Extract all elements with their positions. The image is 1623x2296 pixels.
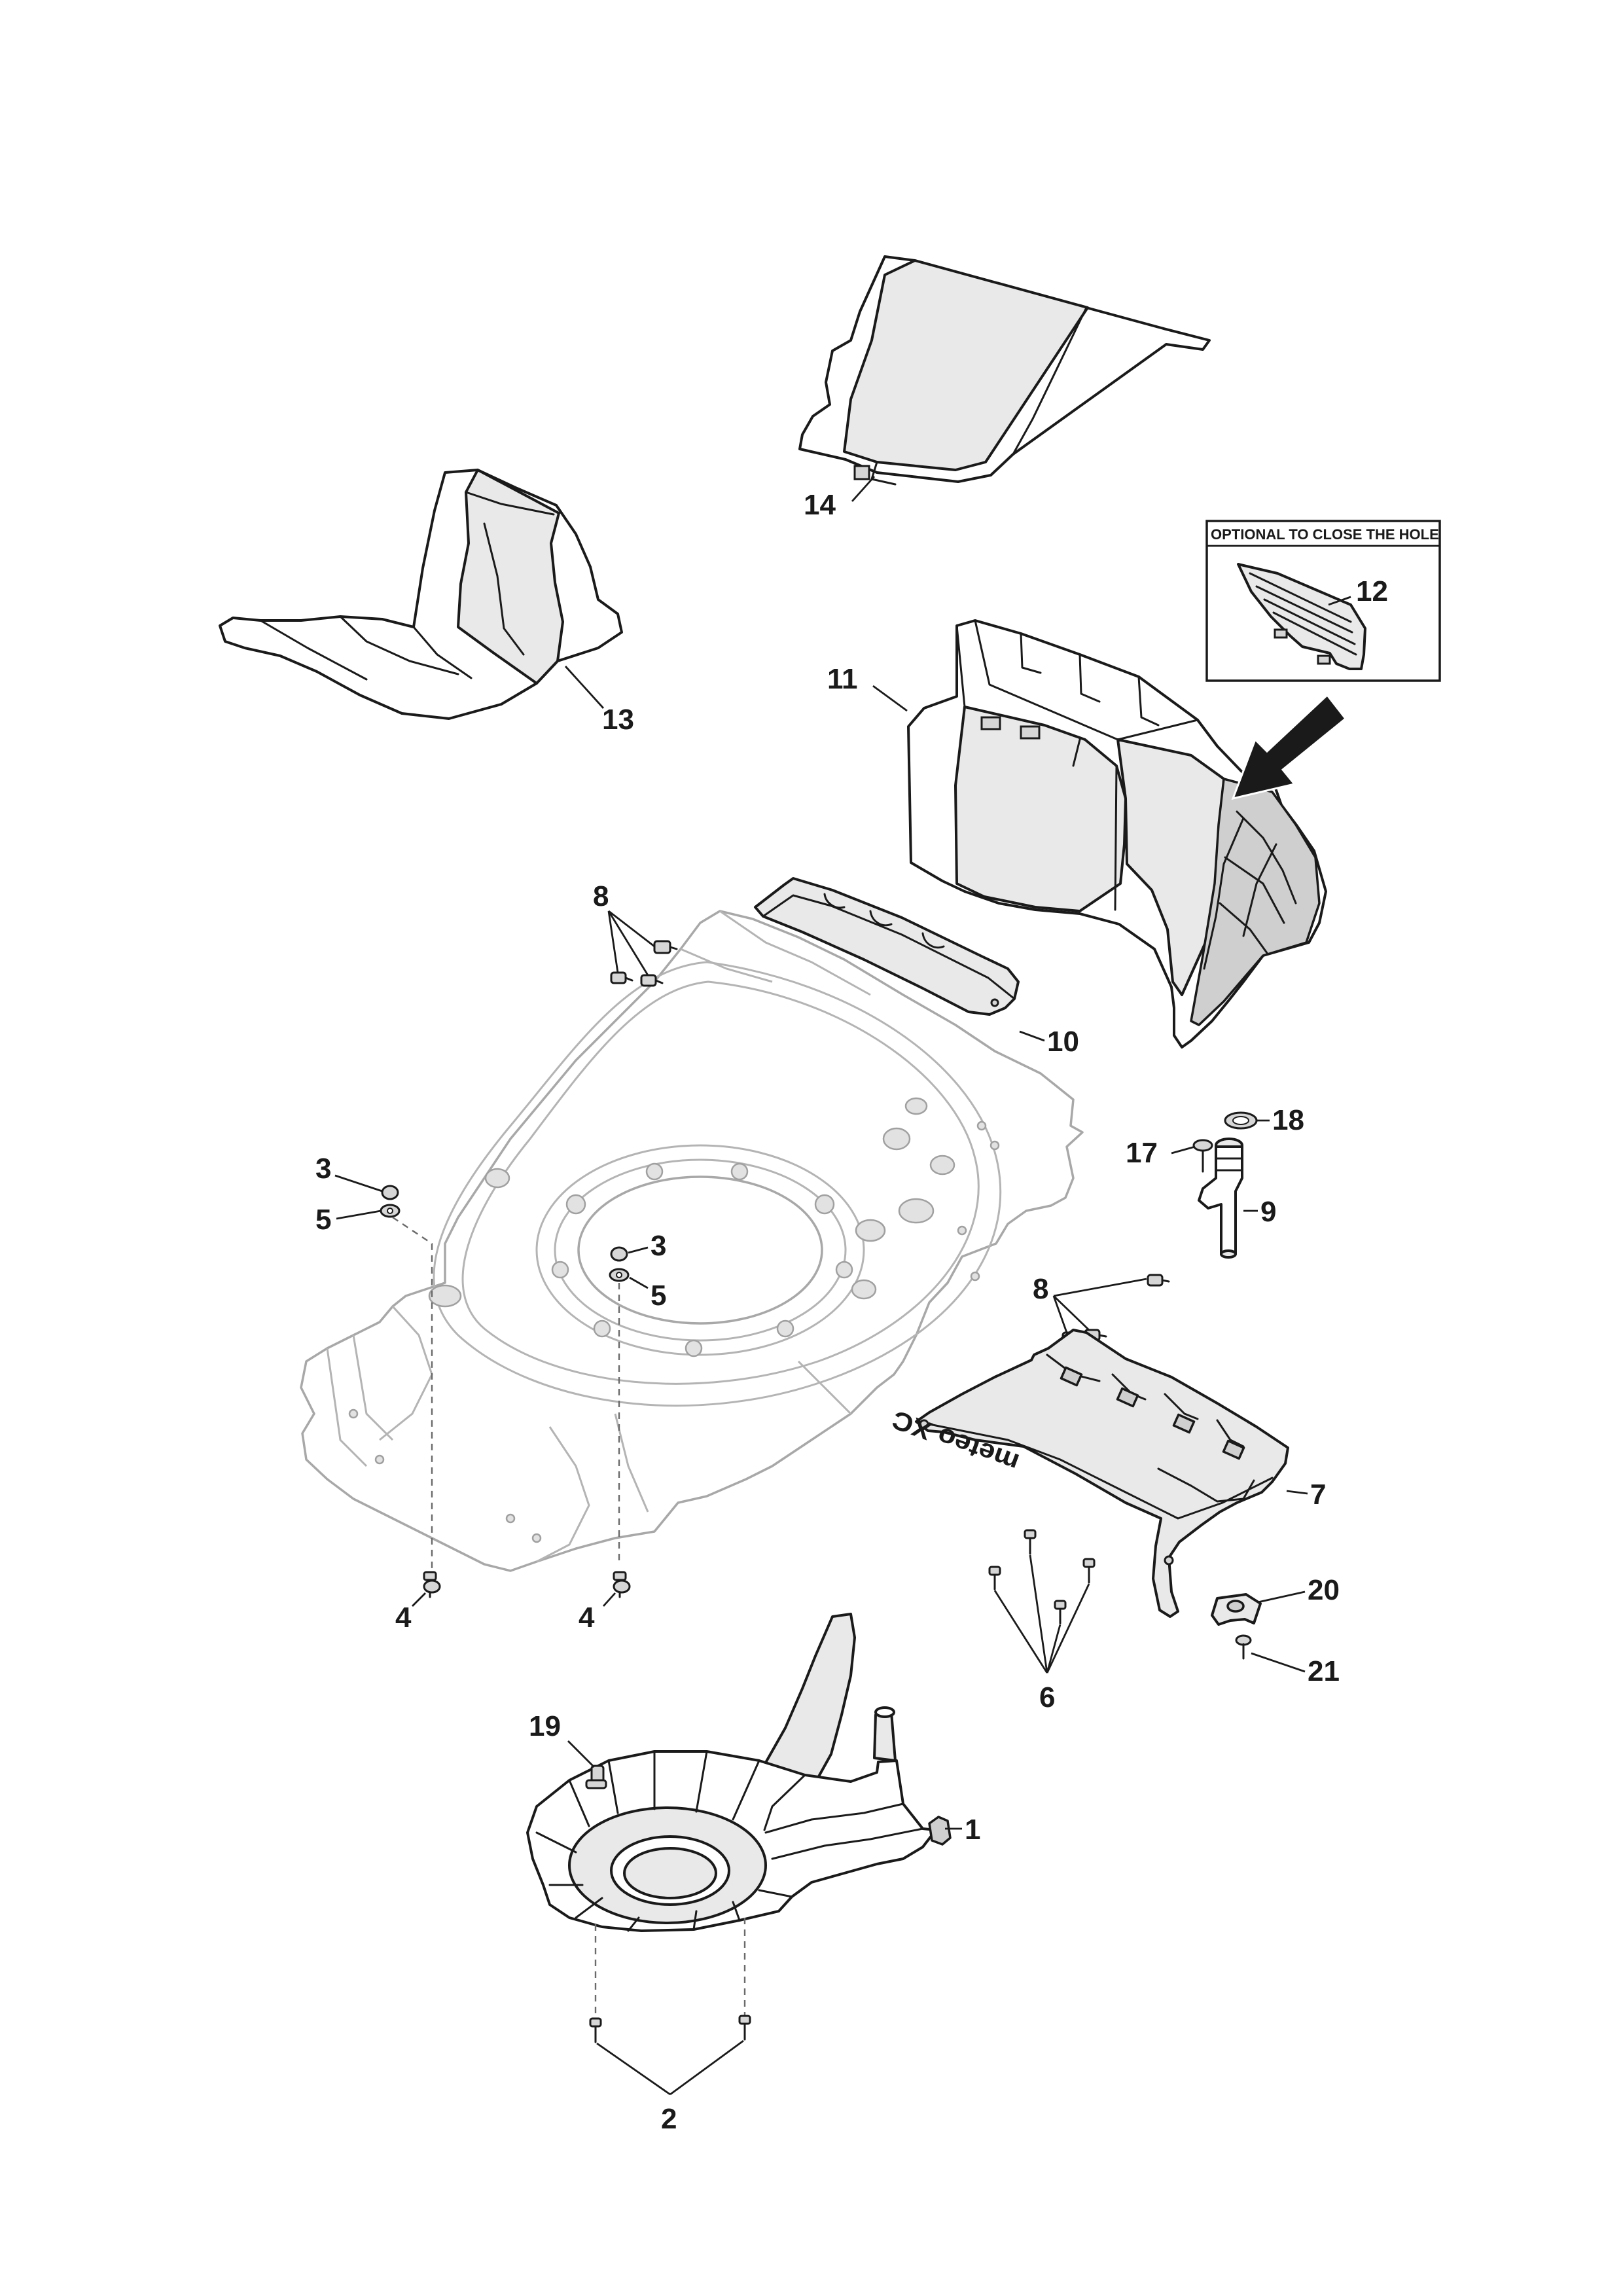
callout-10: 10 [1019, 1026, 1079, 1058]
callout-4a-label: 4 [395, 1602, 412, 1634]
callout-8b: 8 [1033, 1273, 1147, 1333]
callout-14-label: 14 [804, 489, 836, 521]
part-9-shaft [1198, 1138, 1243, 1259]
callout-8b-label: 8 [1033, 1273, 1048, 1305]
callout-17: 17 [1126, 1137, 1196, 1169]
callout-14: 14 [804, 476, 876, 521]
callout-5b: 5 [629, 1276, 666, 1312]
callout-9-label: 9 [1260, 1196, 1276, 1228]
part-14-grass-box-cover [798, 255, 1211, 486]
callout-18-label: 18 [1272, 1104, 1304, 1136]
callout-8a-label: 8 [593, 880, 609, 912]
callout-6: 6 [993, 1554, 1090, 1713]
callout-13: 13 [564, 666, 634, 736]
callout-3a: 3 [315, 1153, 383, 1193]
callout-20: 20 [1257, 1574, 1340, 1606]
callout-2: 2 [596, 2039, 744, 2135]
callout-17-label: 17 [1126, 1137, 1158, 1169]
callout-2-label: 2 [661, 2103, 677, 2135]
part-18-ring [1224, 1111, 1258, 1130]
callout-11: 11 [827, 663, 908, 712]
part-11-rear-frame [907, 619, 1327, 1049]
callout-3b-label: 3 [651, 1230, 666, 1262]
optional-box-title: OPTIONAL TO CLOSE THE HOLE [1211, 526, 1439, 543]
callout-21-label: 21 [1308, 1655, 1340, 1687]
screws-8-upper [610, 940, 678, 987]
callout-6-label: 6 [1039, 1681, 1055, 1713]
callout-3b: 3 [628, 1230, 666, 1262]
callout-9: 9 [1243, 1196, 1276, 1228]
callout-20-label: 20 [1308, 1574, 1340, 1606]
callout-7-label: 7 [1310, 1479, 1326, 1511]
mower-deck [300, 910, 1084, 1572]
optional-part-box: OPTIONAL TO CLOSE THE HOLE 12 [1205, 520, 1441, 682]
callout-1: 1 [945, 1814, 980, 1846]
callout-19-label: 19 [529, 1710, 561, 1742]
part-7-front-skirt [915, 1329, 1289, 1618]
callout-12-label: 12 [1356, 575, 1388, 607]
part-13-rear-guard [219, 469, 623, 720]
part-10-rear-flap [754, 877, 1020, 1016]
part-21-screw [1235, 1634, 1252, 1660]
fasteners-left [380, 1185, 441, 1598]
callout-7: 7 [1286, 1479, 1326, 1511]
callout-8a: 8 [593, 880, 655, 976]
screws-2 [589, 1918, 751, 2043]
callout-4a: 4 [395, 1592, 426, 1634]
pointer-arrow [1231, 693, 1347, 800]
part-1-mulching-bowl [526, 1613, 952, 1932]
callout-13-label: 13 [602, 704, 634, 736]
callout-19: 19 [529, 1710, 595, 1768]
callout-4b-label: 4 [579, 1602, 595, 1634]
callout-1-label: 1 [965, 1814, 980, 1846]
screws-6 [988, 1529, 1096, 1624]
fasteners-center [609, 1246, 631, 1598]
callout-5a: 5 [315, 1204, 382, 1236]
callout-18: 18 [1257, 1104, 1304, 1136]
part-20-knob [1211, 1593, 1262, 1626]
part-12-hole-cover-plate [1237, 563, 1366, 670]
callout-5b-label: 5 [651, 1280, 666, 1312]
callout-10-label: 10 [1047, 1026, 1079, 1058]
callout-11-label: 11 [827, 663, 858, 695]
part-17-screw [1192, 1139, 1213, 1173]
callout-21: 21 [1251, 1652, 1340, 1687]
callout-4b: 4 [579, 1592, 616, 1634]
callout-3a-label: 3 [315, 1153, 331, 1185]
callout-5a-label: 5 [315, 1204, 331, 1236]
